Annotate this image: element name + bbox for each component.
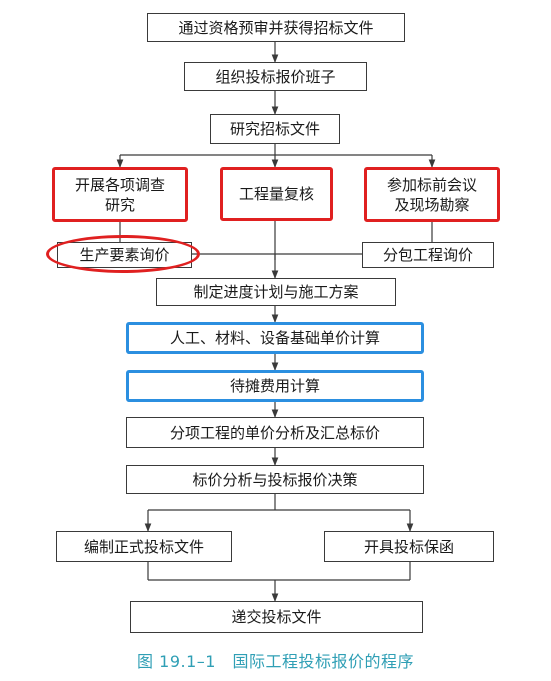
node-n9: 制定进度计划与施工方案 <box>156 278 396 306</box>
node-n13: 标价分析与投标报价决策 <box>126 465 424 494</box>
node-n8: 分包工程询价 <box>362 242 494 268</box>
node-n3: 研究招标文件 <box>210 114 340 144</box>
figure-caption: 图 19.1–1 国际工程投标报价的程序 <box>137 652 414 671</box>
node-n11: 待摊费用计算 <box>126 370 424 402</box>
red-ellipse-highlight <box>46 235 200 273</box>
node-n4: 开展各项调查 研究 <box>52 167 188 222</box>
node-n2: 组织投标报价班子 <box>184 62 367 91</box>
node-n15: 开具投标保函 <box>324 531 494 562</box>
node-n5: 工程量复核 <box>220 167 333 221</box>
node-n1: 通过资格预审并获得招标文件 <box>147 13 405 42</box>
node-n10: 人工、材料、设备基础单价计算 <box>126 322 424 354</box>
node-n16: 递交投标文件 <box>130 601 423 633</box>
node-n14: 编制正式投标文件 <box>56 531 232 562</box>
node-n12: 分项工程的单价分析及汇总标价 <box>126 417 424 448</box>
node-n6: 参加标前会议 及现场勘察 <box>364 167 500 222</box>
